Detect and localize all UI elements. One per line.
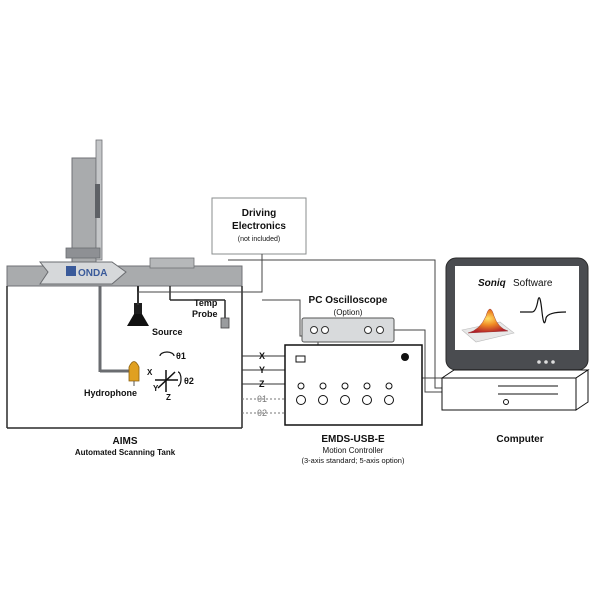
theta2-rotation-label: θ2 xyxy=(184,376,194,386)
signal-z-label: Z xyxy=(259,379,265,389)
oscilloscope-port-2 xyxy=(321,326,329,334)
axis-signal-lines: X Y Z θ1 θ2 xyxy=(242,351,285,418)
controller-connectors xyxy=(296,382,394,405)
temp-probe-label-line1: Temp xyxy=(194,298,218,308)
source-label: Source xyxy=(152,327,183,337)
signal-y-label: Y xyxy=(259,365,265,375)
axis-z-label: Z xyxy=(166,393,171,402)
onda-logo-icon xyxy=(66,266,76,276)
signal-theta1-label: θ1 xyxy=(257,394,267,404)
aims-title: AIMS xyxy=(113,436,138,447)
hydrophone-label: Hydrophone xyxy=(84,388,137,398)
motion-axes-icon: θ1 θ2 X Y Z xyxy=(147,351,194,402)
temp-probe: Temp Probe xyxy=(169,286,230,329)
controller-power-knob xyxy=(401,353,409,361)
driving-electronics-line2: Electronics xyxy=(232,221,286,232)
computer: Soniq Software Computer xyxy=(440,257,590,445)
driving-electronics-box: Driving Electronics (not included) xyxy=(211,197,307,255)
oscilloscope-option-label: (Option) xyxy=(334,308,363,317)
driving-electronics-line1: Driving xyxy=(242,208,276,219)
hydrophone: Hydrophone xyxy=(84,286,140,398)
controller-display-icon xyxy=(295,355,306,363)
software-word: Software xyxy=(513,278,553,289)
waveform-icon xyxy=(520,297,567,324)
axis-x-label: X xyxy=(147,368,153,377)
oscilloscope-port-4 xyxy=(376,326,384,334)
field-plot-icon xyxy=(461,308,515,343)
onda-brand-label: ONDA xyxy=(78,268,107,279)
driving-electronics-note: (not included) xyxy=(238,236,280,243)
source-transducer: Source xyxy=(127,286,183,337)
signal-theta2-label: θ2 xyxy=(257,408,267,418)
oscilloscope-title: PC Oscilloscope xyxy=(309,295,388,306)
software-brand: Soniq xyxy=(478,278,506,289)
computer-label: Computer xyxy=(496,434,543,445)
oscilloscope-port-1 xyxy=(310,326,318,334)
scanning-gantry: ONDA xyxy=(6,139,243,287)
controller-subtitle: Motion Controller xyxy=(323,446,384,455)
axis-y-label: Y xyxy=(153,384,159,393)
controller-title: EMDS-USB-E xyxy=(321,434,385,445)
water-tank xyxy=(6,286,243,429)
theta1-rotation-label: θ1 xyxy=(176,351,186,361)
signal-x-label: X xyxy=(259,351,265,361)
oscilloscope-port-3 xyxy=(364,326,372,334)
pc-oscilloscope: PC Oscilloscope (Option) xyxy=(301,295,395,343)
temp-probe-label-line2: Probe xyxy=(192,309,218,319)
aims-subtitle: Automated Scanning Tank xyxy=(75,448,176,457)
motion-controller: EMDS-USB-E Motion Controller (3-axis sta… xyxy=(284,344,423,465)
controller-note: (3-axis standard; 5-axis option) xyxy=(302,456,405,465)
